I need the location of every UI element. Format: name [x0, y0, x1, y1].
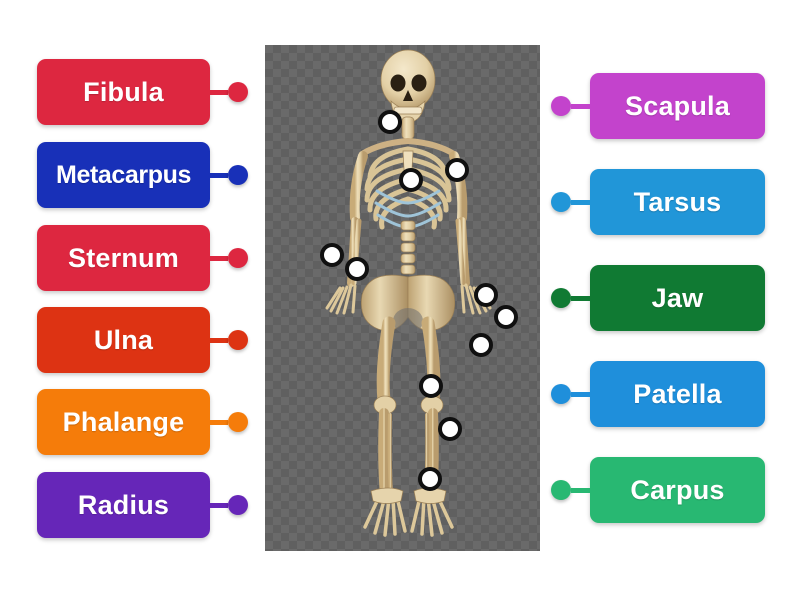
connector-dot[interactable] [551, 192, 571, 212]
connector-stem [571, 295, 592, 301]
connector-stem [571, 103, 592, 109]
connector-dot[interactable] [228, 412, 248, 432]
connector-stem [571, 391, 592, 397]
label-card-fibula[interactable]: Fibula [37, 59, 210, 125]
connector-phalange [208, 412, 248, 432]
marker-carpus[interactable] [320, 243, 344, 267]
connector-ulna [208, 330, 248, 350]
connector-patella [551, 384, 592, 404]
connector-jaw [551, 288, 592, 308]
connector-sternum [208, 248, 248, 268]
connector-radius [208, 495, 248, 515]
label-card-text: Scapula [625, 90, 730, 121]
label-card-text: Patella [633, 378, 722, 409]
marker-tarsus[interactable] [418, 467, 442, 491]
connector-fibula [208, 82, 248, 102]
label-card-metacarpus[interactable]: Metacarpus [37, 142, 210, 208]
connector-tarsus [551, 192, 592, 212]
label-card-text: Ulna [93, 324, 154, 355]
label-card-ulna[interactable]: Ulna [37, 307, 210, 373]
connector-stem [208, 502, 228, 508]
label-card-phalange[interactable]: Phalange [37, 389, 210, 455]
connector-stem [208, 419, 228, 425]
connector-dot[interactable] [228, 330, 248, 350]
diagram-image-panel [265, 45, 540, 551]
connector-dot[interactable] [228, 82, 248, 102]
marker-scapula[interactable] [445, 158, 469, 182]
label-card-text: Carpus [630, 474, 725, 505]
connector-stem [208, 172, 228, 178]
marker-phalange[interactable] [345, 257, 369, 281]
label-card-sternum[interactable]: Sternum [37, 225, 210, 291]
label-card-text: Phalange [62, 406, 185, 437]
skeleton-illustration [325, 49, 492, 537]
connector-dot[interactable] [228, 248, 248, 268]
label-card-text: Tarsus [633, 186, 722, 217]
connector-dot[interactable] [228, 165, 248, 185]
connector-dot[interactable] [551, 96, 571, 116]
connector-stem [571, 199, 592, 205]
label-card-text: Radius [77, 489, 170, 520]
connector-dot[interactable] [551, 384, 571, 404]
connector-dot[interactable] [228, 495, 248, 515]
label-card-scapula[interactable]: Scapula [590, 73, 765, 139]
label-card-radius[interactable]: Radius [37, 472, 210, 538]
marker-ulna[interactable] [469, 333, 493, 357]
connector-carpus [551, 480, 592, 500]
marker-radius[interactable] [494, 305, 518, 329]
marker-metacarpus[interactable] [474, 283, 498, 307]
connector-stem [571, 487, 592, 493]
label-card-jaw[interactable]: Jaw [590, 265, 765, 331]
connector-metacarpus [208, 165, 248, 185]
connector-stem [208, 89, 228, 95]
label-card-carpus[interactable]: Carpus [590, 457, 765, 523]
label-card-text: Fibula [83, 76, 164, 107]
connector-scapula [551, 96, 592, 116]
label-card-tarsus[interactable]: Tarsus [590, 169, 765, 235]
label-card-text: Jaw [651, 282, 704, 313]
label-card-text: Metacarpus [56, 160, 191, 189]
marker-fibula[interactable] [438, 417, 462, 441]
connector-dot[interactable] [551, 288, 571, 308]
marker-sternum[interactable] [399, 168, 423, 192]
marker-jaw[interactable] [378, 110, 402, 134]
connector-stem [208, 337, 228, 343]
label-card-patella[interactable]: Patella [590, 361, 765, 427]
label-card-text: Sternum [68, 242, 179, 273]
connector-dot[interactable] [551, 480, 571, 500]
marker-patella[interactable] [419, 374, 443, 398]
connector-stem [208, 255, 228, 261]
